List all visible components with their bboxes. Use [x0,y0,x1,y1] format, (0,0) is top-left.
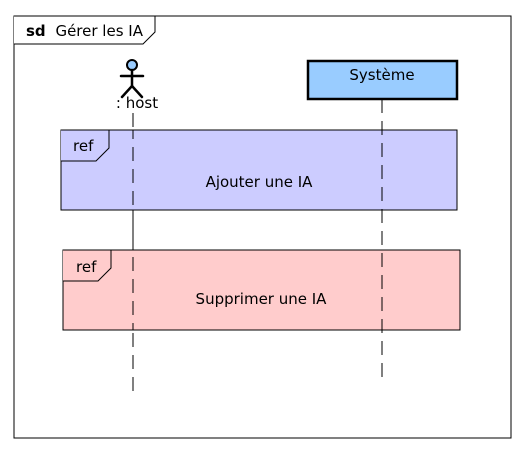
sd-frame-label: sd Gérer les IA [26,22,144,40]
ref-fragment-ajouter-tab [61,129,110,162]
systeme-box [306,59,459,101]
sd-keyword: sd [26,22,46,40]
lifeline-head-systeme: Système [306,59,459,101]
sd-title: Gérer les IA [55,22,143,40]
systeme-label: Système [349,66,414,84]
ref-fragment-supprimer-box [62,249,461,331]
ref-fragment-ajouter: ref Ajouter une IA [60,129,458,211]
sd-frame-tab [14,15,156,45]
ref-fragment-supprimer-title: Supprimer une IA [196,290,328,308]
ref-fragment-supprimer-tab [63,249,112,282]
actor-host: : host [116,59,158,112]
ref-fragment-ajouter-title: Ajouter une IA [206,173,314,191]
stick-figure-icon [119,59,145,99]
ref-fragment-ajouter-keyword: ref [73,137,94,155]
ref-fragment-supprimer-keyword: ref [76,258,97,276]
actor-host-label: : host [116,94,158,112]
ref-fragment-supprimer: ref Supprimer une IA [62,249,461,331]
ref-fragment-ajouter-box [60,129,458,211]
